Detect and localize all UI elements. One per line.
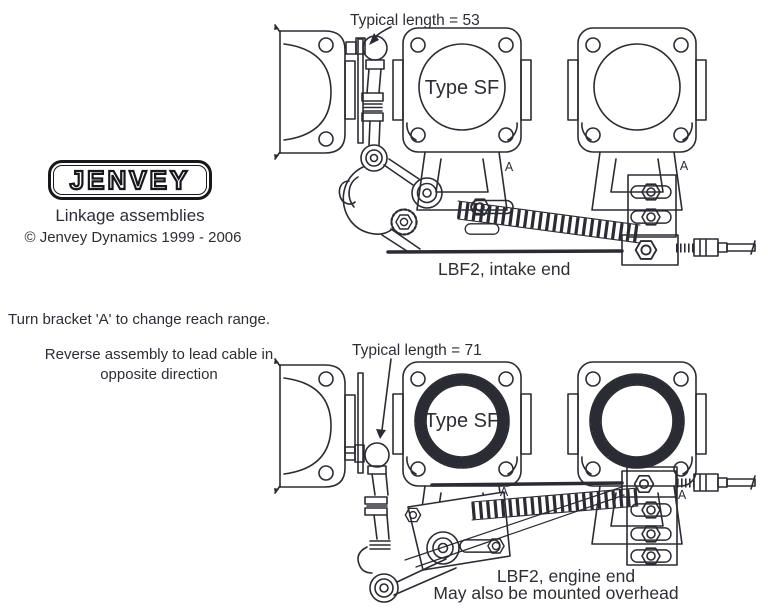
hook-cam	[338, 158, 443, 254]
cable-adjuster	[677, 473, 756, 492]
intake-body-label: Type SF	[425, 77, 499, 99]
intake-bracket-label-left: A	[505, 160, 514, 174]
tagline: Linkage assemblies	[55, 206, 205, 225]
linkage-rod	[357, 442, 457, 603]
left-throttle-body	[273, 357, 356, 495]
intake-caption: LBF2, intake end	[438, 259, 570, 279]
bracket-stack	[621, 174, 679, 266]
ball-joint	[364, 442, 390, 468]
center-throttle-body	[392, 27, 532, 211]
engine-bracket-label-left: A	[500, 485, 509, 499]
engine-dim-label: Typical length = 71	[352, 342, 482, 359]
intake-bracket-label-right: A	[680, 159, 689, 173]
engine-body-label: Type SF	[425, 410, 499, 432]
right-throttle-body	[567, 27, 707, 211]
intake-diagram-svg: Typical length = 53 Type SF A A LBF2, in…	[273, 12, 756, 279]
linkage-rod	[360, 35, 388, 172]
jenvey-logo-text: JENVEY	[69, 165, 191, 195]
throttle-cable	[404, 481, 625, 568]
return-spring	[456, 200, 642, 244]
leader-arrow	[369, 26, 392, 45]
hook	[357, 546, 373, 574]
throttle-cable	[386, 249, 624, 254]
engine-diagram-svg: Typical length = 71 Type SF A A LBF2, en…	[273, 342, 756, 603]
note-turn-bracket: Turn bracket 'A' to change reach range.	[8, 311, 270, 328]
note-reverse-assembly: Reverse assembly to lead cable in opposi…	[40, 345, 278, 384]
cable-adjuster	[676, 238, 756, 257]
jenvey-logo: JENVEY	[48, 160, 212, 200]
lever-plate	[344, 372, 365, 474]
intake-dim-label: Typical length = 53	[350, 12, 480, 29]
jenvey-logo-inner-border: JENVEY	[53, 165, 207, 195]
engine-caption-line1: LBF2, engine end	[497, 566, 635, 586]
note-reverse-line1: Reverse assembly to lead cable in	[44, 346, 274, 363]
note-reverse-line2: opposite direction	[100, 365, 218, 383]
engine-bracket-label-right: A	[678, 488, 687, 502]
leader-arrow	[376, 358, 392, 439]
lever-plate	[345, 37, 366, 144]
left-throttle-body	[273, 23, 356, 161]
engine-caption-line2: May also be mounted overhead	[433, 583, 678, 603]
copyright-line: © Jenvey Dynamics 1999 - 2006	[24, 229, 242, 246]
return-spring	[471, 487, 639, 521]
